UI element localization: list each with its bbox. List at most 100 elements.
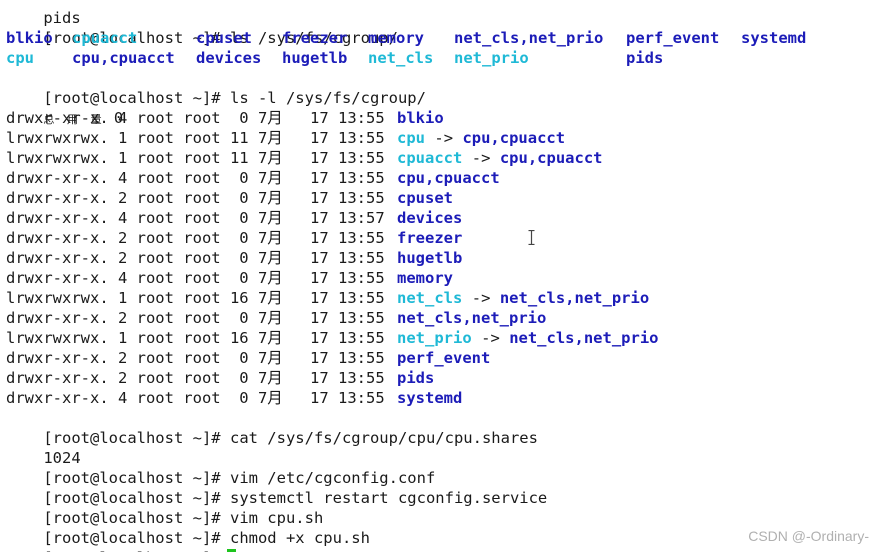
ls-l-entry: lrwxrwxrwx. 1 root root 16 7月 17 13:55 net… (6, 328, 866, 348)
ls-l-entry: drwxr-xr-x. 2 root root 0 7月 17 13:55 perf… (6, 348, 866, 368)
ls-item: pids (626, 49, 664, 67)
ls-item: net_cls,net_prio (454, 29, 604, 47)
ls-l-entry: drwxr-xr-x. 4 root root 0 7月 17 13:55 blki… (6, 108, 866, 128)
entry-date: 17 13:55 (310, 149, 385, 167)
symlink-arrow: -> (481, 329, 500, 347)
ls-l-entry: drwxr-xr-x. 2 root root 0 7月 17 13:55 pids (6, 368, 866, 388)
entry-date: 17 13:55 (310, 289, 385, 307)
ls-l-entry: lrwxrwxrwx. 1 root root 16 7月 17 13:55 net… (6, 288, 866, 308)
entry-name: cpu,cpuacct (397, 169, 500, 187)
ls-item: cpuset (196, 29, 252, 47)
command-text: vim cpu.sh (229, 509, 324, 527)
ls-item: memory (368, 29, 424, 47)
entry-meta: lrwxrwxrwx. 1 root root 16 7月 (6, 329, 283, 347)
entry-meta: drwxr-xr-x. 4 root root 0 7月 (6, 389, 283, 407)
entry-name: cpu (397, 129, 425, 147)
entry-name: pids (397, 369, 435, 387)
entry-name: systemd (397, 389, 463, 407)
symlink-arrow: -> (434, 129, 454, 147)
ls-item: net_prio (454, 49, 529, 67)
command-text: ls -l /sys/fs/cgroup/ (229, 89, 426, 107)
ls-item: cpuacct (72, 29, 138, 47)
ls-item: blkio (6, 29, 53, 47)
prompt: [root@localhost ~]# (43, 489, 221, 507)
entry-date: 17 13:57 (310, 209, 385, 227)
ls-item: systemd (741, 29, 807, 47)
prompt: [root@localhost ~]# (43, 89, 221, 107)
command-line-ls: [root@localhost ~]# ls /sys/fs/cgroup/ (6, 8, 398, 47)
entry-name: perf_event (397, 349, 491, 367)
entry-meta: lrwxrwxrwx. 1 root root 16 7月 (6, 289, 283, 307)
entry-meta: drwxr-xr-x. 2 root root 0 7月 (6, 369, 283, 387)
watermark: CSDN @-Ordinary- (748, 528, 869, 544)
symlink-target: net_cls,net_prio (509, 329, 659, 347)
command-line-chmod: [root@localhost ~]# chmod +x cpu.sh (6, 508, 370, 547)
prompt: [root@localhost ~]# (43, 429, 221, 447)
ls-l-entry: drwxr-xr-x. 2 root root 0 7月 17 13:55 huge… (6, 248, 866, 268)
entry-date: 17 13:55 (310, 309, 385, 327)
ls-item: perf_event (626, 29, 720, 47)
output-value: 1024 (43, 449, 81, 467)
prompt: [root@localhost ~]# (43, 549, 220, 552)
ls-l-entry: drwxr-xr-x. 4 root root 0 7月 17 13:55 cpu,… (6, 168, 866, 188)
symlink-arrow: -> (471, 149, 491, 167)
ls-output-row-2: cpu cpu,cpuacct devices hugetlb net_cls … (6, 48, 866, 68)
entry-meta: drwxr-xr-x. 2 root root 0 7月 (6, 189, 283, 207)
entry-date: 17 13:55 (310, 189, 385, 207)
entry-meta: drwxr-xr-x. 4 root root 0 7月 (6, 169, 283, 187)
command-line-ls-l: [root@localhost ~]# ls -l /sys/fs/cgroup… (6, 68, 426, 107)
command-text: cat /sys/fs/cgroup/cpu/cpu.shares (229, 429, 538, 447)
entry-date: 17 13:55 (310, 249, 385, 267)
entry-meta: drwxr-xr-x. 2 root root 0 7月 (6, 249, 283, 267)
ls-item: devices (196, 49, 262, 67)
entry-date: 17 13:55 (310, 349, 385, 367)
command-line-cat: [root@localhost ~]# cat /sys/fs/cgroup/c… (6, 408, 538, 447)
command-text: systemctl restart cgconfig.service (229, 489, 548, 507)
entry-meta: drwxr-xr-x. 4 root root 0 7月 (6, 269, 283, 287)
prompt: [root@localhost ~]# (43, 469, 221, 487)
active-prompt-line[interactable]: [root@localhost ~]# (6, 528, 236, 552)
terminal-cursor (226, 549, 236, 552)
command-line-systemctl: [root@localhost ~]# systemctl restart cg… (6, 468, 547, 507)
ls-l-entry: lrwxrwxrwx. 1 root root 11 7月 17 13:55 cpu… (6, 148, 866, 168)
command-line-vim-conf: [root@localhost ~]# vim /etc/cgconfig.co… (6, 448, 435, 487)
symlink-arrow: -> (471, 289, 491, 307)
entry-date: 17 13:55 (310, 169, 385, 187)
entry-meta: drwxr-xr-x. 2 root root 0 7月 (6, 349, 283, 367)
entry-meta: lrwxrwxrwx. 1 root root 11 7月 (6, 149, 283, 167)
entry-date: 17 13:55 (310, 229, 385, 247)
cat-output: 1024 (6, 428, 80, 467)
entry-name: blkio (397, 109, 444, 127)
entry-name: hugetlb (397, 249, 463, 267)
entry-meta: drwxr-xr-x. 4 root root 0 7月 (6, 109, 283, 127)
ls-l-entry: drwxr-xr-x. 4 root root 0 7月 17 13:57 devi… (6, 208, 866, 228)
entry-name: cpuacct (397, 149, 463, 167)
ls-item: net_cls (368, 49, 434, 67)
entry-date: 17 13:55 (310, 109, 385, 127)
entry-date: 17 13:55 (310, 369, 385, 387)
entry-name: cpuset (397, 189, 453, 207)
symlink-target: cpu,cpuacct (499, 149, 603, 167)
ls-l-entry: drwxr-xr-x. 2 root root 0 7月 17 13:55 cpus… (6, 188, 866, 208)
entry-date: 17 13:55 (310, 269, 385, 287)
symlink-target: net_cls,net_prio (499, 289, 650, 307)
entry-name: devices (397, 209, 463, 227)
entry-date: 17 13:55 (310, 329, 385, 347)
entry-meta: drwxr-xr-x. 4 root root 0 7月 (6, 209, 283, 227)
fragment-text: pids (43, 9, 81, 27)
entry-name: net_cls (397, 289, 463, 307)
total-label: 总 用 量 (43, 113, 105, 126)
symlink-target: cpu,cpuacct (462, 129, 566, 147)
ls-item: cpu,cpuacct (72, 49, 175, 67)
command-text: chmod +x cpu.sh (229, 529, 370, 547)
entry-meta: drwxr-xr-x. 2 root root 0 7月 (6, 309, 283, 327)
entry-meta: drwxr-xr-x. 2 root root 0 7月 (6, 229, 283, 247)
ls-output-row-1: blkio cpuacct cpuset freezer memory net_… (6, 28, 866, 48)
command-text: ls /sys/fs/cgroup/ (229, 29, 398, 47)
